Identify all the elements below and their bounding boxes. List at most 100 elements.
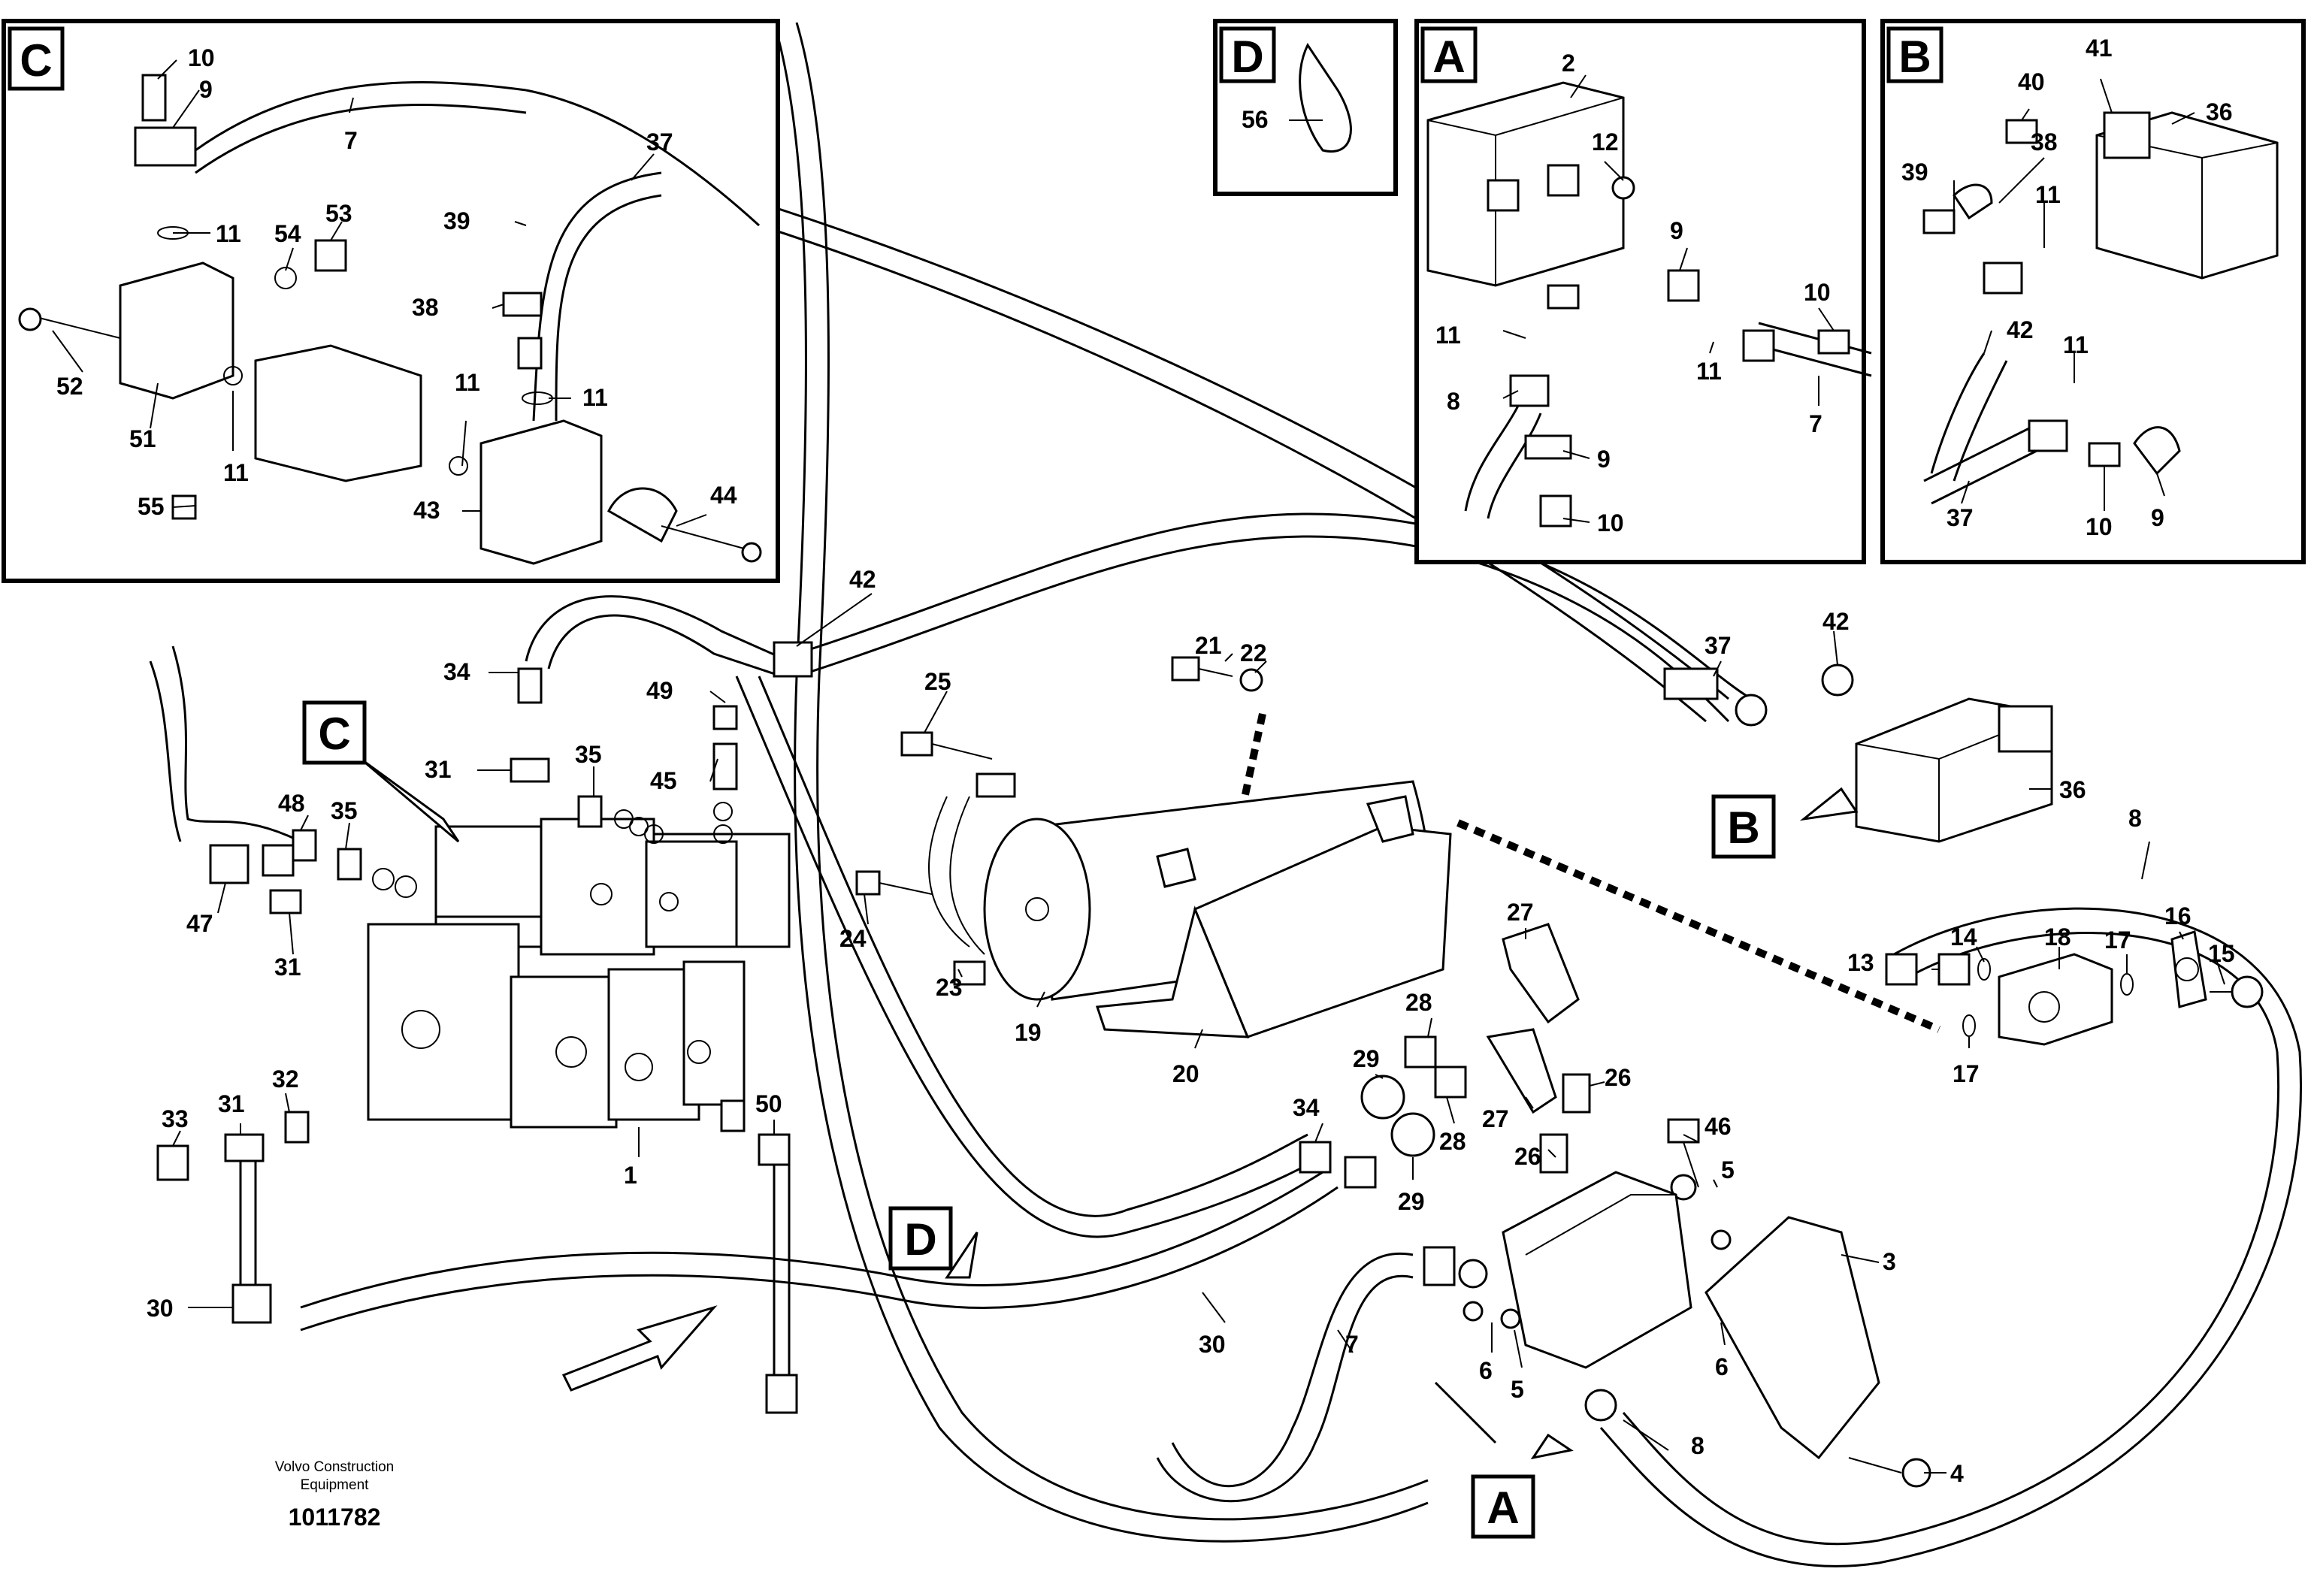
label-50: 50 xyxy=(755,1090,782,1117)
label-7: 7 xyxy=(1345,1331,1359,1358)
label-31b: 31 xyxy=(274,954,301,981)
svg-text:D: D xyxy=(904,1214,936,1265)
label-c-44: 44 xyxy=(710,482,737,509)
label-17b: 17 xyxy=(1953,1060,1980,1087)
block-36 xyxy=(1855,697,2053,843)
label-28b: 28 xyxy=(1439,1128,1466,1155)
inset-a-letter: A xyxy=(1432,32,1465,82)
label-b-37: 37 xyxy=(1947,504,1974,531)
label-c-11a: 11 xyxy=(216,220,241,247)
label-c-7: 7 xyxy=(344,127,358,154)
label-46: 46 xyxy=(1705,1113,1732,1140)
label-c-51: 51 xyxy=(129,425,156,452)
label-1: 1 xyxy=(624,1162,637,1189)
caption-line1: Volvo Construction xyxy=(275,1459,394,1475)
fittings-13-18 xyxy=(1937,930,2264,1046)
label-a-10b: 10 xyxy=(1597,509,1624,537)
label-26b: 26 xyxy=(1514,1143,1541,1170)
label-b-9: 9 xyxy=(2151,504,2164,531)
svg-text:A: A xyxy=(1487,1483,1519,1533)
label-4: 4 xyxy=(1950,1460,1964,1487)
inset-c-letter: C xyxy=(20,35,52,86)
label-29b: 29 xyxy=(1398,1188,1425,1215)
label-27a: 27 xyxy=(1507,899,1534,926)
label-34a: 34 xyxy=(443,658,470,685)
label-a-11a: 11 xyxy=(1435,322,1461,349)
label-32: 32 xyxy=(272,1066,299,1093)
inset-frame-d: D xyxy=(1213,19,1398,196)
valve-assembly-1 xyxy=(367,818,791,1129)
label-b-41: 41 xyxy=(2086,35,2113,62)
label-b-38: 38 xyxy=(2031,128,2058,156)
label-3: 3 xyxy=(1883,1248,1896,1275)
label-29a: 29 xyxy=(1353,1045,1380,1072)
label-d-56: 56 xyxy=(1242,106,1269,133)
label-a-8: 8 xyxy=(1447,388,1460,415)
caption: Volvo Construction Equipment 1011782 xyxy=(275,1459,394,1531)
label-19: 19 xyxy=(1015,1019,1042,1046)
label-6b: 6 xyxy=(1715,1353,1729,1380)
main-callout-a: A xyxy=(1471,1474,1535,1539)
svg-text:C: C xyxy=(318,709,350,759)
label-20: 20 xyxy=(1172,1060,1199,1087)
bracket-20 xyxy=(1095,795,1452,1038)
label-24: 24 xyxy=(839,925,867,952)
inset-frame-b: B xyxy=(1880,19,2306,564)
label-c-54: 54 xyxy=(274,220,301,247)
leader-lines xyxy=(52,59,2225,1474)
caption-line2: Equipment xyxy=(301,1477,370,1493)
callout-wedges xyxy=(360,757,1859,1460)
label-47: 47 xyxy=(186,910,213,937)
label-22: 22 xyxy=(1240,639,1267,667)
label-b-11b: 11 xyxy=(2063,331,2089,358)
label-30a: 30 xyxy=(147,1295,174,1322)
label-c-11b: 11 xyxy=(223,459,249,486)
valve-block xyxy=(1502,1118,1931,1488)
label-31c: 31 xyxy=(218,1090,245,1117)
inset-b-letter: B xyxy=(1898,32,1931,82)
label-b-36: 36 xyxy=(2206,98,2233,125)
label-c-39: 39 xyxy=(443,207,470,234)
label-31a: 31 xyxy=(425,756,452,783)
label-5a: 5 xyxy=(1721,1156,1735,1183)
label-8b: 8 xyxy=(1691,1432,1705,1459)
label-33: 33 xyxy=(162,1105,189,1132)
label-16: 16 xyxy=(2164,902,2192,929)
label-b-39: 39 xyxy=(1901,159,1928,186)
label-49: 49 xyxy=(646,677,673,704)
label-a-7: 7 xyxy=(1809,410,1822,437)
label-c-52: 52 xyxy=(56,373,83,400)
label-14: 14 xyxy=(1950,923,1977,951)
label-c-10: 10 xyxy=(188,44,215,71)
label-b-11a: 11 xyxy=(2035,181,2061,208)
label-8a: 8 xyxy=(2128,805,2142,832)
label-a-10a: 10 xyxy=(1804,279,1831,306)
label-27b: 27 xyxy=(1482,1105,1509,1132)
label-35a: 35 xyxy=(575,741,602,768)
inset-frame-a: A xyxy=(1414,19,1872,564)
label-c-11c: 11 xyxy=(582,384,608,411)
label-c-43: 43 xyxy=(413,497,440,524)
label-28a: 28 xyxy=(1405,989,1432,1016)
label-6a: 6 xyxy=(1479,1357,1493,1384)
label-37: 37 xyxy=(1705,632,1732,659)
label-c-38: 38 xyxy=(412,294,439,321)
label-36: 36 xyxy=(2059,776,2086,803)
label-25: 25 xyxy=(924,668,951,695)
label-a-9b: 9 xyxy=(1597,446,1611,473)
label-a-11b: 11 xyxy=(1696,358,1722,385)
label-a-2: 2 xyxy=(1562,50,1575,77)
label-a-9a: 9 xyxy=(1670,217,1683,244)
label-c-11d: 11 xyxy=(455,369,480,396)
label-18: 18 xyxy=(2044,923,2071,951)
label-21: 21 xyxy=(1195,632,1222,659)
label-5b: 5 xyxy=(1511,1376,1524,1403)
bolts xyxy=(855,656,1263,986)
direction-arrow xyxy=(561,1305,718,1392)
main-callout-c: C xyxy=(302,700,367,765)
label-15: 15 xyxy=(2208,940,2235,967)
label-b-40: 40 xyxy=(2018,68,2045,95)
label-26a: 26 xyxy=(1605,1064,1632,1091)
label-13: 13 xyxy=(1847,949,1874,976)
